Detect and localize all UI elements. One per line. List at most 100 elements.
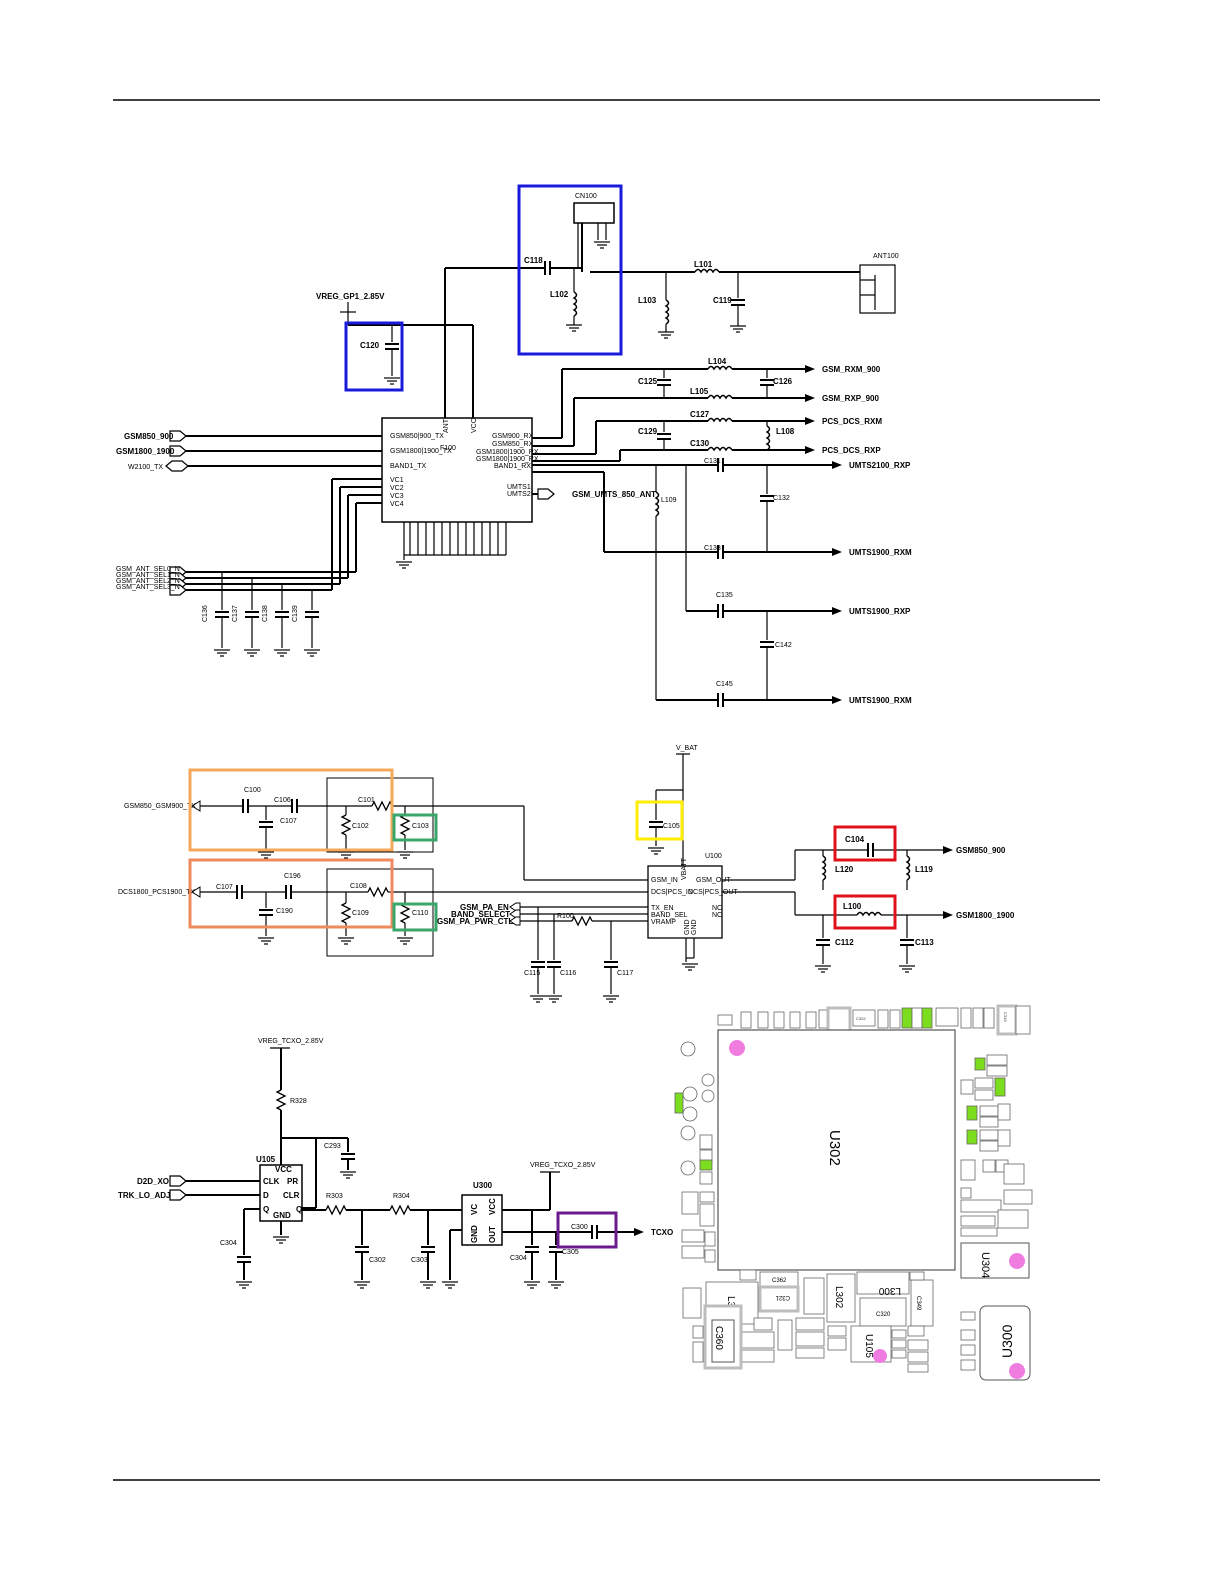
c190-label: C190 bbox=[276, 908, 293, 915]
c300-label: C300 bbox=[571, 1224, 588, 1231]
connector-cn100-label: CN100 bbox=[575, 193, 597, 200]
ant-sel-1: GSM_ANT_SEL1_N bbox=[116, 572, 180, 579]
c136-label: C136 bbox=[202, 605, 209, 622]
r303-label: R303 bbox=[326, 1193, 343, 1200]
fem-pin-ant: ANT bbox=[443, 418, 450, 433]
port-w2100-tx: W2100_TX bbox=[128, 464, 163, 471]
u300-pin-gnd: GND bbox=[470, 1225, 479, 1243]
pa-pin-right-3: NC bbox=[712, 912, 722, 919]
fem-pin-right-5: UMTS1 bbox=[507, 484, 531, 491]
c116-label: C116 bbox=[560, 970, 576, 977]
port-pcs-dcs-rxp: PCS_DCS_RXP bbox=[822, 446, 881, 455]
pcb-l302: L302 bbox=[833, 1286, 844, 1309]
pa-pin-bottom-1: GND bbox=[691, 919, 698, 935]
ctrl-gsm-pa-pwr-ctl: GSM_PA_PWR_CTL bbox=[437, 917, 513, 926]
out-gsm850-900: GSM850_900 bbox=[956, 846, 1006, 855]
pa-pin-bottom-0: GND bbox=[684, 919, 691, 935]
pa-pin-left-2: TX_EN bbox=[651, 905, 674, 912]
pcb-pin1-marker-u302 bbox=[729, 1040, 745, 1056]
c117-label: C117 bbox=[617, 970, 633, 977]
vreg-gp1-label: VREG_GP1_2.85V bbox=[316, 292, 385, 301]
l103-label: L103 bbox=[638, 296, 657, 305]
l120-label: L120 bbox=[835, 865, 854, 874]
fem-f100-body bbox=[381, 417, 533, 523]
u105-label: U105 bbox=[256, 1155, 276, 1164]
pa-u100-body bbox=[647, 865, 723, 939]
c118-label: C118 bbox=[524, 256, 543, 265]
ctrl-gsm-pa-en: GSM_PA_EN bbox=[460, 903, 509, 912]
pcb-pin1-marker-u300 bbox=[1009, 1363, 1025, 1379]
c304a-label: C304 bbox=[220, 1240, 237, 1247]
l105-label: L105 bbox=[690, 387, 709, 396]
highlight-salmon bbox=[188, 858, 394, 929]
l104-label: L104 bbox=[708, 357, 727, 366]
u105-pin-clr: CLR bbox=[283, 1191, 300, 1200]
out-gsm1800-1900: GSM1800_1900 bbox=[956, 911, 1015, 920]
pcb-c322: C322 bbox=[856, 1016, 866, 1021]
pcb-u302-body bbox=[717, 1029, 956, 1271]
pcb-u105-label: U105 bbox=[863, 1334, 874, 1358]
l101-label: L101 bbox=[694, 260, 713, 269]
u105-pin-vcc: VCC bbox=[275, 1165, 292, 1174]
c119-label: C119 bbox=[713, 296, 732, 305]
c113-label: C113 bbox=[915, 938, 934, 947]
pcb-u302-label: U302 bbox=[826, 1130, 843, 1166]
port-pcs-dcs-rxm: PCS_DCS_RXM bbox=[822, 417, 882, 426]
pcb-layout: C322 C316 U302 bbox=[674, 1004, 1033, 1381]
c107b-label: C107 bbox=[216, 884, 233, 891]
pa-pin-left-0: GSM_IN bbox=[651, 877, 678, 884]
port-gsm-umts-850-ant: GSM_UMTS_850_ANT bbox=[572, 490, 656, 499]
highlight-orange bbox=[188, 768, 394, 852]
highlight-blue-c120 bbox=[344, 321, 404, 392]
c109-label: C109 bbox=[352, 910, 369, 917]
c131-label: C131 bbox=[704, 458, 721, 465]
port-umts2100-rxp: UMTS2100_RXP bbox=[849, 461, 911, 470]
fem-pin-right-6: UMTS2 bbox=[507, 491, 531, 498]
highlight-green-c110 bbox=[392, 902, 438, 932]
pa-pin-right-1: DCS|PCS_OUT bbox=[688, 889, 738, 896]
c101-label: C101 bbox=[358, 797, 375, 804]
c303-label: C303 bbox=[411, 1257, 428, 1264]
c112-label: C112 bbox=[835, 938, 854, 947]
fem-pin-left-0: GSM850|900_TX bbox=[390, 433, 444, 440]
fem-pin-left-5: VC3 bbox=[390, 493, 404, 500]
c137-label: C137 bbox=[232, 605, 239, 622]
u105-pin-q: Q bbox=[263, 1205, 269, 1214]
c302-label: C302 bbox=[369, 1257, 386, 1264]
pcb-c321: C321 bbox=[775, 1294, 790, 1300]
pa-u100-label: U100 bbox=[705, 853, 722, 860]
ant-sel-2: GSM_ANT_SEL2_N bbox=[116, 578, 180, 585]
bottom-schematic: VREG_TCXO_2.85V R328 C293 U105 VCC CLK D… bbox=[118, 1038, 673, 1289]
u300-pin-vc: VC bbox=[470, 1204, 479, 1215]
c139-label: C139 bbox=[292, 605, 299, 622]
l108-label: L108 bbox=[776, 427, 795, 436]
u300-pin-vcc: VCC bbox=[488, 1198, 497, 1215]
pcb-right-pads: U304 bbox=[960, 1054, 1033, 1279]
u105-pin-pr: PR bbox=[287, 1177, 298, 1186]
u105-pin-gnd: GND bbox=[273, 1211, 291, 1220]
fem-pin-right-2: GSM1800|1900_RX bbox=[476, 449, 539, 456]
pa-pin-left-1: DCS|PCS_IN bbox=[651, 889, 693, 896]
c100-label: C100 bbox=[244, 787, 261, 794]
c102-label: C102 bbox=[352, 823, 369, 830]
pcb-c316: C316 bbox=[1003, 1012, 1008, 1022]
pa-pin-right-0: GSM_OUT bbox=[696, 877, 731, 884]
fem-pin-right-3: GSM1800|1900_RX bbox=[476, 456, 539, 463]
c196-label: C196 bbox=[284, 873, 301, 880]
pcb-u300-body bbox=[979, 1305, 1031, 1381]
c145-label: C145 bbox=[716, 681, 733, 688]
pa-pin-vbatt: VBATT bbox=[681, 857, 688, 880]
fem-pin-right-0: GSM900_RX bbox=[492, 433, 534, 440]
fem-pin-left-6: VC4 bbox=[390, 501, 404, 508]
l109-label: L109 bbox=[661, 497, 677, 504]
c129-label: C129 bbox=[638, 427, 658, 436]
pcb-c360: C360 bbox=[713, 1326, 724, 1350]
c106-label: C106 bbox=[274, 797, 291, 804]
in-dcs1800-pcs1900-tx: DCS1800_PCS1900_TX bbox=[118, 889, 195, 896]
c103-label: C103 bbox=[412, 823, 429, 830]
ant-sel-3: GSM_ANT_SEL3_N bbox=[116, 584, 180, 591]
c127-label: C127 bbox=[690, 410, 710, 419]
fem-pin-left-2: BAND1_TX bbox=[390, 463, 427, 470]
c125-label: C125 bbox=[638, 377, 658, 386]
highlight-green-c103 bbox=[392, 813, 438, 842]
